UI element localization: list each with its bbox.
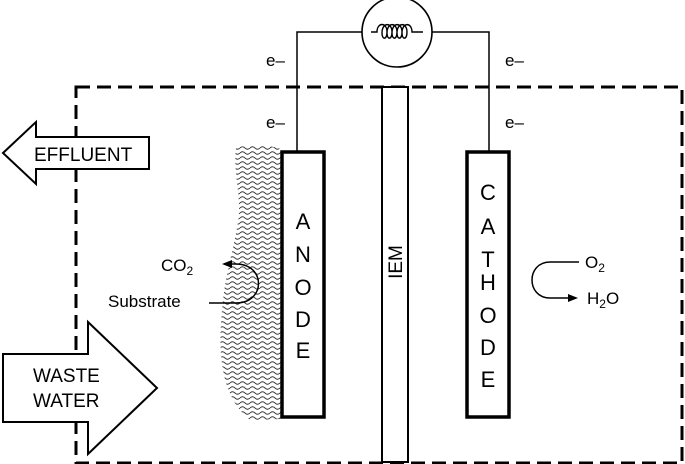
cathode-letter: A: [481, 214, 496, 239]
cathode-electrode: [465, 150, 511, 419]
waste-water-label: WASTE: [33, 366, 100, 387]
anode-letter: D: [295, 307, 311, 332]
reactor-chamber: [74, 85, 684, 464]
waste-water-arrow: WASTE WATER: [2, 319, 159, 457]
membrane-label: IEM: [386, 245, 407, 279]
cathode-label: C A T H O D E: [479, 180, 496, 392]
cathode-letter: E: [481, 367, 496, 392]
electron-label: e–: [505, 113, 524, 132]
biofilm-texture: [220, 145, 281, 420]
effluent-arrow: EFFLUENT: [1, 119, 150, 187]
cathode-letter: T: [481, 247, 494, 272]
cathode-reaction-arrow: [531, 261, 579, 302]
anode-label: A N O D E: [294, 209, 311, 363]
anode-electrode: [280, 150, 326, 419]
h2o-label: H2O: [587, 289, 619, 311]
cathode-letter: D: [480, 335, 496, 360]
electron-label: e–: [505, 51, 524, 70]
electron-label: e–: [266, 113, 285, 132]
substrate-label: Substrate: [108, 292, 181, 311]
anode-reaction-arrow: [209, 260, 260, 304]
cathode-letter: C: [480, 180, 496, 205]
cathode-reaction: O2 H2O: [531, 253, 619, 311]
cathode-letter: O: [479, 303, 496, 328]
effluent-label: EFFLUENT: [34, 145, 133, 166]
external-circuit-wire: [296, 31, 490, 152]
anode-letter: A: [296, 209, 311, 234]
anode-reaction: CO2 Substrate: [108, 256, 260, 311]
co2-label: CO2: [161, 256, 194, 278]
waste-water-label: WATER: [33, 391, 100, 412]
electron-label: e–: [266, 51, 285, 70]
o2-label: O2: [585, 253, 605, 275]
cathode-letter: H: [480, 270, 496, 295]
anode-letter: O: [294, 275, 311, 300]
resistor-coil-icon: [361, 0, 433, 68]
membrane: [381, 86, 409, 463]
anode-letter: E: [296, 338, 311, 363]
anode-letter: N: [295, 242, 311, 267]
